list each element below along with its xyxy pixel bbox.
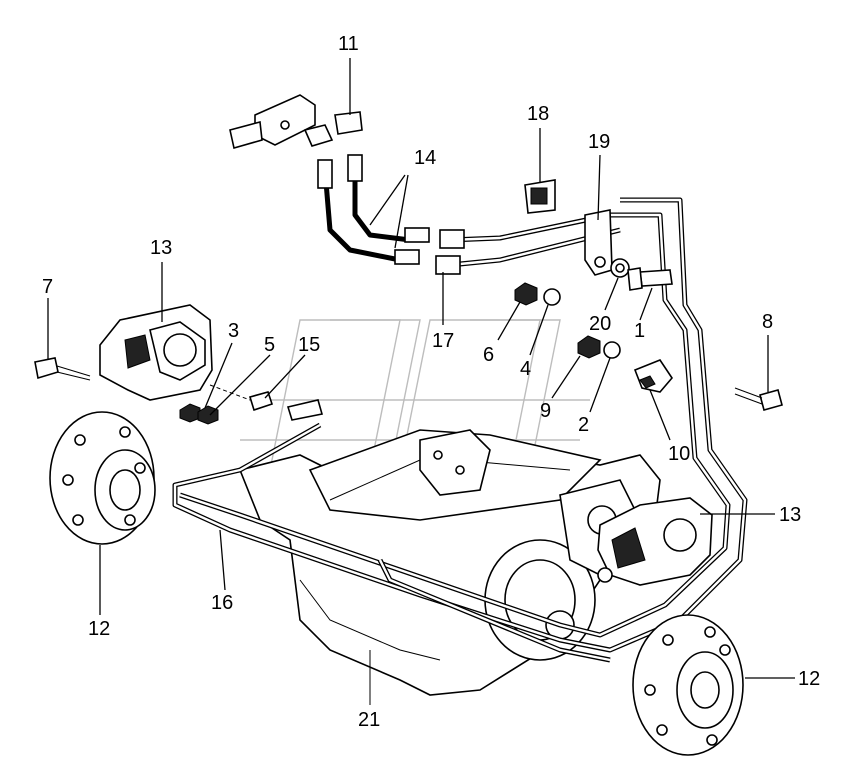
housing-21 [238, 429, 661, 705]
washer-2 [603, 341, 621, 359]
bracket-19 [584, 209, 673, 291]
callout-5: 5 [264, 334, 275, 356]
washer-4 [543, 288, 561, 306]
pipe-17 [435, 212, 621, 275]
callout-12-right: 12 [798, 668, 820, 690]
nut-6 [514, 282, 538, 306]
callout-18: 18 [527, 103, 549, 125]
callout-1: 1 [634, 320, 645, 342]
flange-12-left [49, 411, 156, 545]
callout-8: 8 [762, 311, 773, 333]
callout-15: 15 [298, 334, 320, 356]
nut-3 [179, 403, 219, 425]
distribution-block-11 [229, 94, 363, 150]
callout-2: 2 [578, 414, 589, 436]
callout-10: 10 [668, 443, 690, 465]
callout-11: 11 [338, 33, 359, 55]
callout-9: 9 [540, 400, 551, 422]
label-plate-18 [524, 179, 556, 214]
callout-12-left: 12 [88, 618, 110, 640]
callout-7: 7 [42, 276, 53, 298]
callout-13-top: 13 [150, 237, 172, 259]
nut-9 [577, 335, 601, 359]
leader-lines [47, 58, 795, 679]
flange-12-right [632, 614, 744, 756]
bolt-7 [34, 357, 91, 381]
callout-17: 17 [432, 330, 454, 352]
callout-16: 16 [211, 592, 233, 614]
callout-21: 21 [358, 709, 380, 731]
bolt-8 [734, 387, 783, 411]
clip-10 [633, 359, 674, 393]
callout-3: 3 [228, 320, 239, 342]
callout-labels: 11 14 18 19 13 7 3 5 15 17 6 4 20 1 8 9 … [42, 33, 820, 731]
fitting-15 [286, 399, 324, 421]
callout-4: 4 [520, 358, 531, 380]
callout-13-right: 13 [779, 504, 801, 526]
callout-6: 6 [483, 344, 494, 366]
callout-14: 14 [414, 147, 436, 169]
hose-14 [317, 154, 430, 265]
brake-caliper-13-right [597, 497, 713, 586]
brake-pipe-16 [172, 197, 748, 663]
brake-caliper-13-left [99, 304, 213, 401]
callout-19: 19 [588, 131, 610, 153]
callout-20: 20 [589, 313, 611, 335]
